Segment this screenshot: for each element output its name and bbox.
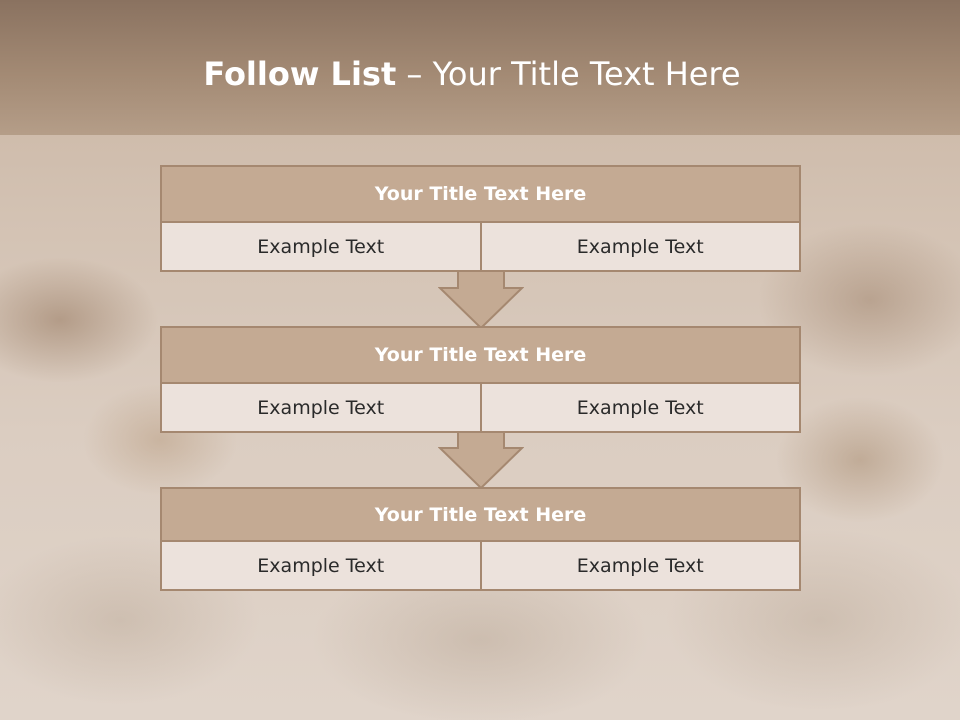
down-arrow-icon (438, 270, 524, 330)
down-arrow-icon (438, 430, 524, 490)
block-left-text: Example Text (160, 542, 482, 591)
slide-title: Follow List – Your Title Text Here (0, 55, 944, 93)
list-block-3: Your Title Text Here Example Text Exampl… (160, 487, 801, 591)
block-title: Your Title Text Here (160, 326, 801, 384)
list-block-1: Your Title Text Here Example Text Exampl… (160, 165, 801, 272)
block-left-text: Example Text (160, 223, 482, 272)
block-right-text: Example Text (479, 384, 801, 433)
list-block-2: Your Title Text Here Example Text Exampl… (160, 326, 801, 433)
block-title: Your Title Text Here (160, 165, 801, 223)
header-band (0, 0, 960, 135)
block-left-text: Example Text (160, 384, 482, 433)
slide-title-rest: – Your Title Text Here (396, 55, 741, 93)
slide-title-bold: Follow List (203, 55, 397, 93)
block-right-text: Example Text (479, 223, 801, 272)
block-right-text: Example Text (479, 542, 801, 591)
block-title: Your Title Text Here (160, 487, 801, 542)
